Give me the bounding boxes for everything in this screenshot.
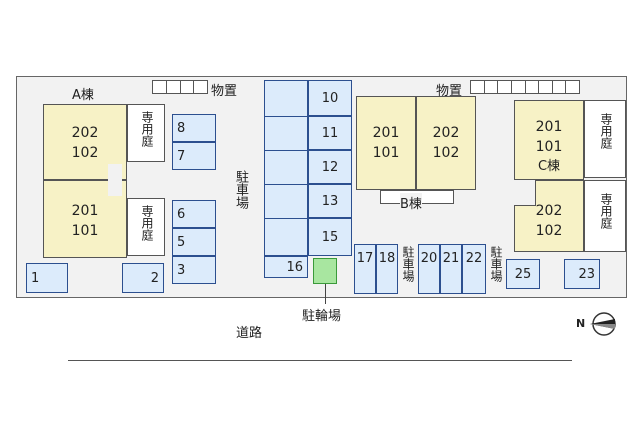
parking-space-15: 15 — [308, 218, 352, 256]
bicycle-parking-label: 駐輪場 — [302, 309, 342, 324]
parking-space-20: 20 — [418, 244, 440, 294]
parking-space-3: 3 — [172, 256, 216, 284]
aisle-divider-1 — [264, 116, 308, 117]
garden-a-lower: 専用庭 — [127, 198, 165, 256]
parking-space-25: 25 — [506, 259, 540, 289]
bicycle-parking-leader — [325, 284, 326, 304]
parking-aisle — [264, 80, 308, 256]
unit-c-202: 202 — [535, 203, 563, 219]
parking-space-1: 1 — [26, 263, 68, 293]
building-a-notch — [108, 164, 122, 196]
compass-icon — [578, 310, 618, 338]
parking-space-5: 5 — [172, 228, 216, 256]
garden-c-upper-label: 専用庭 — [599, 113, 613, 149]
parking-space-8: 8 — [172, 114, 216, 142]
unit-a-102: 102 — [71, 145, 99, 161]
parking-space-22: 22 — [462, 244, 486, 294]
parking-space-13: 13 — [308, 184, 352, 218]
building-b-label: B棟 — [400, 193, 422, 212]
garden-c-lower-label: 専用庭 — [599, 193, 613, 229]
parking-space-2: 2 — [122, 263, 164, 293]
building-b-right: 202 102 — [416, 96, 476, 190]
building-c-upper: 201 101 C棟 — [514, 100, 584, 180]
building-c-notch — [514, 180, 536, 206]
unit-a-201: 201 — [71, 203, 99, 219]
compass-north-label: N — [576, 317, 586, 330]
road-line — [68, 360, 572, 361]
garden-a-upper-label: 専用庭 — [140, 111, 154, 147]
unit-b-101: 101 — [372, 145, 400, 161]
unit-b-201: 201 — [372, 125, 400, 141]
garden-c-lower: 専用庭 — [584, 180, 626, 252]
storage-shed-right — [470, 80, 580, 94]
storage-label-right: 物置 — [436, 84, 463, 99]
unit-a-202: 202 — [71, 125, 99, 141]
garden-a-upper: 専用庭 — [127, 104, 165, 162]
garden-a-lower-label: 専用庭 — [140, 205, 154, 241]
storage-label-left: 物置 — [211, 84, 238, 99]
building-a-upper: 202 102 — [43, 104, 127, 180]
parking-space-17: 17 — [354, 244, 376, 294]
parking-space-23: 23 — [564, 259, 600, 289]
building-a-label: A棟 — [72, 88, 94, 103]
unit-c-101: 101 — [535, 139, 563, 155]
unit-a-101: 101 — [71, 223, 99, 239]
storage-shed-left — [152, 80, 208, 94]
parking-space-16: 16 — [264, 256, 308, 278]
parking-space-21: 21 — [440, 244, 462, 294]
aisle-divider-2 — [264, 150, 308, 151]
parking-space-12: 12 — [308, 150, 352, 184]
building-b-left: 201 101 — [356, 96, 416, 190]
aisle-divider-4 — [264, 218, 308, 219]
aisle-dashed-line — [308, 82, 309, 256]
parking-lot-label-b2: 駐車場 — [489, 246, 503, 282]
unit-c-102: 102 — [535, 223, 563, 239]
parking-space-11: 11 — [308, 116, 352, 150]
garden-c-upper: 専用庭 — [584, 100, 626, 178]
unit-c-201: 201 — [535, 119, 563, 135]
building-c-label: C棟 — [537, 159, 561, 174]
road-label: 道路 — [236, 326, 263, 341]
parking-space-18: 18 — [376, 244, 398, 294]
parking-space-10: 10 — [308, 80, 352, 116]
parking-lot-label-b1: 駐車場 — [401, 246, 415, 282]
bicycle-parking-area — [313, 258, 337, 284]
parking-space-6: 6 — [172, 200, 216, 228]
unit-b-202: 202 — [432, 125, 460, 141]
building-a-lower: 201 101 — [43, 180, 127, 258]
parking-lot-label-center: 駐車場 — [233, 170, 248, 209]
parking-space-7: 7 — [172, 142, 216, 170]
unit-b-102: 102 — [432, 145, 460, 161]
aisle-divider-3 — [264, 184, 308, 185]
